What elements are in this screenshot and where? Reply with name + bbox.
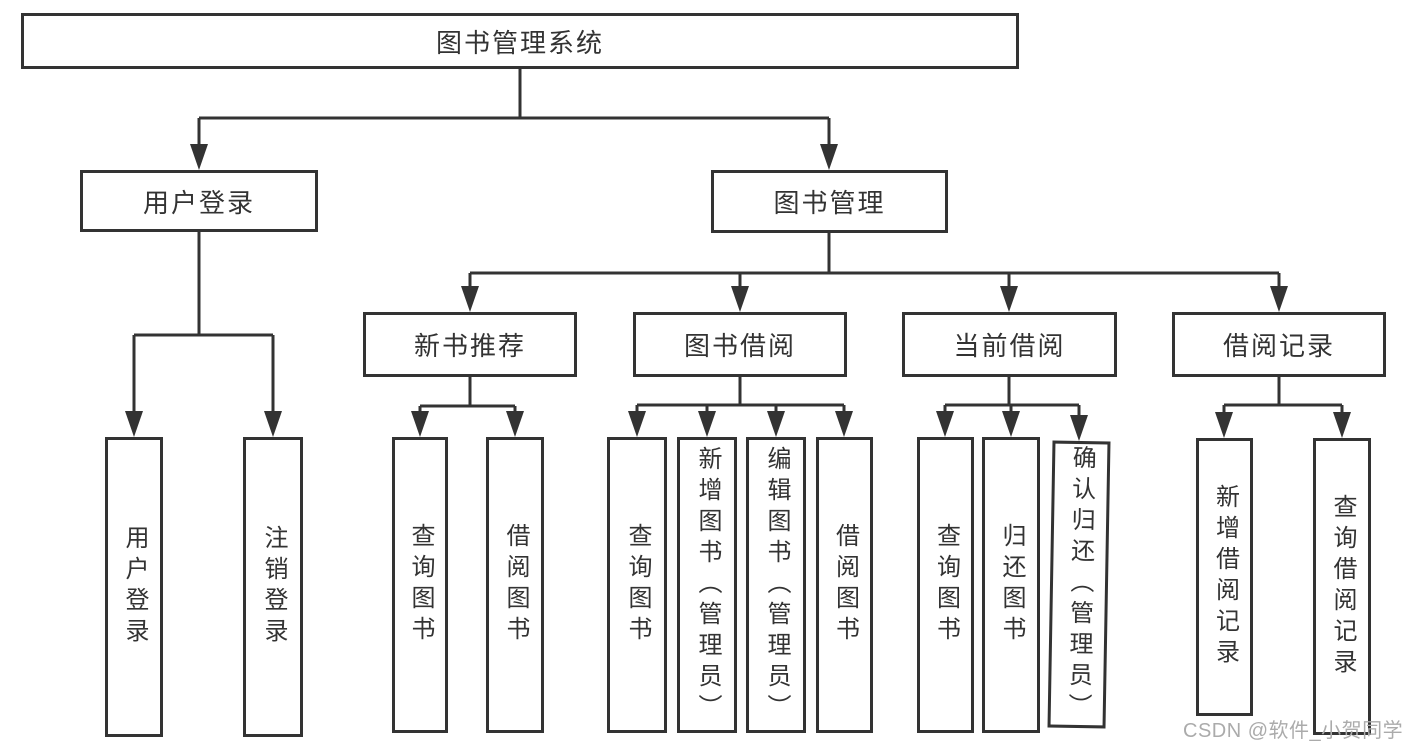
node-label: 借阅图书 <box>502 523 529 647</box>
node-label: 用户登录 <box>121 525 148 649</box>
node-book-management: 图书管理 <box>711 170 948 233</box>
leaf-br-add-record: 新增借阅记录 <box>1196 438 1253 716</box>
node-label: 新增借阅记录 <box>1211 484 1239 670</box>
arrow-down-icon <box>506 411 524 437</box>
node-label: 编辑图书（管理员） <box>763 445 790 725</box>
node-label: 图书借阅 <box>683 331 796 361</box>
leaf-bb-query-books: 查询图书 <box>607 437 667 733</box>
connector-new-book-rec-group <box>411 377 524 437</box>
arrow-down-icon <box>264 411 282 437</box>
arrow-down-icon <box>936 411 954 437</box>
node-label: 借阅记录 <box>1222 331 1335 361</box>
arrow-down-icon <box>125 411 143 437</box>
node-label: 当前借阅 <box>953 331 1066 361</box>
node-book-borrow: 图书借阅 <box>633 312 847 377</box>
connector-current-borrow-group <box>936 377 1088 441</box>
node-label: 查询借阅记录 <box>1329 493 1356 680</box>
node-label: 借阅图书 <box>831 523 859 647</box>
leaf-bb-add-books-admin: 新增图书（管理员） <box>677 437 737 733</box>
arrow-down-icon <box>411 411 429 437</box>
arrow-down-icon <box>698 411 716 437</box>
node-label: 用户登录 <box>142 187 255 218</box>
arrow-down-icon <box>1270 286 1288 312</box>
arrow-down-icon <box>1333 412 1351 438</box>
arrow-down-icon <box>1070 415 1088 441</box>
arrow-down-icon <box>190 144 208 170</box>
node-label: 查询图书 <box>932 523 960 647</box>
node-label: 归还图书 <box>998 523 1025 647</box>
csdn-watermark: CSDN @软件_小贺同学 <box>1183 720 1404 742</box>
node-borrow-record: 借阅记录 <box>1172 312 1386 377</box>
connector-borrow-record-group <box>1215 377 1351 438</box>
leaf-logout-login: 注销登录 <box>243 437 303 737</box>
leaf-cb-return-books: 归还图书 <box>982 437 1040 733</box>
node-current-borrow: 当前借阅 <box>902 312 1117 377</box>
leaf-user-login: 用户登录 <box>105 437 163 737</box>
node-label: 新书推荐 <box>413 331 526 361</box>
node-label: 图书管理 <box>773 188 886 218</box>
leaf-cb-query-books: 查询图书 <box>917 437 974 733</box>
arrow-down-icon <box>820 144 838 170</box>
leaf-nbr-query-books: 查询图书 <box>392 437 448 733</box>
arrow-down-icon <box>1215 412 1233 438</box>
node-root-system: 图书管理系统 <box>21 13 1019 69</box>
arrow-down-icon <box>835 411 853 437</box>
arrow-down-icon <box>1000 286 1018 312</box>
node-label: 图书管理系统 <box>435 27 604 58</box>
node-new-book-recommend: 新书推荐 <box>363 312 577 377</box>
leaf-bb-borrow-books: 借阅图书 <box>816 437 873 733</box>
connector-root-to-level2 <box>190 68 838 170</box>
connector-book-mgmt-to-level3 <box>461 232 1288 312</box>
leaf-cb-confirm-return-admin: 确认归还（管理员） <box>1047 440 1111 729</box>
arrow-down-icon <box>731 286 749 312</box>
node-label: 查询图书 <box>624 523 651 647</box>
arrow-down-icon <box>628 411 646 437</box>
connector-user-login-group <box>125 232 282 437</box>
connector-book-borrow-group <box>628 377 853 437</box>
arrow-down-icon <box>767 411 785 437</box>
node-label: 注销登录 <box>260 525 287 649</box>
arrow-down-icon <box>461 286 479 312</box>
leaf-br-query-record: 查询借阅记录 <box>1313 438 1371 735</box>
node-user-login: 用户登录 <box>80 170 318 232</box>
arrow-down-icon <box>1002 411 1020 437</box>
node-label: 查询图书 <box>407 523 434 647</box>
node-label: 新增图书（管理员） <box>694 445 721 725</box>
leaf-bb-edit-books-admin: 编辑图书（管理员） <box>746 437 806 733</box>
node-label: 确认归还（管理员） <box>1063 444 1096 725</box>
leaf-nbr-borrow-books: 借阅图书 <box>486 437 544 733</box>
